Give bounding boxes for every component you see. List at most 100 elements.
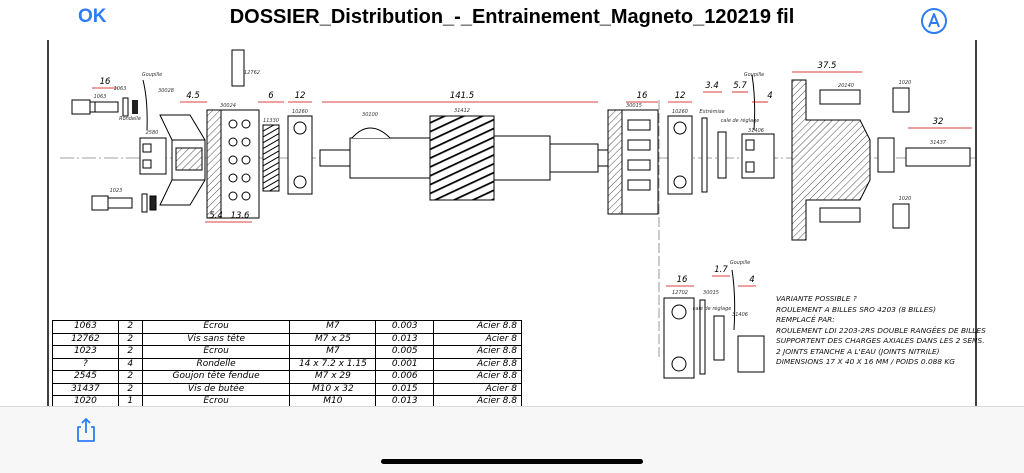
- weight: 0.003: [375, 320, 435, 334]
- drawing-label: cale de réglage: [693, 305, 732, 312]
- note-line: REMPLACÉ PAR:: [776, 315, 835, 324]
- quantity: 2: [117, 332, 143, 346]
- ok-button[interactable]: OK: [78, 6, 107, 27]
- size: M7 x 29: [289, 370, 377, 384]
- dim-label: 12: [295, 91, 306, 101]
- part-ref: 30015: [626, 103, 642, 109]
- note-line: VARIANTE POSSIBLE ?: [776, 294, 857, 303]
- drawing-label: Rondelle: [119, 116, 141, 122]
- drawing-label: Goupille: [744, 72, 765, 78]
- part-ref: 1020: [899, 80, 912, 86]
- part-ref: 1063: [114, 86, 127, 92]
- bolt-top-left: [71, 99, 119, 115]
- variant-notes: VARIANTE POSSIBLE ? ROULEMENT A BILLES S…: [776, 294, 991, 368]
- home-indicator[interactable]: [381, 459, 643, 464]
- weight: 0.005: [375, 345, 435, 359]
- dim-label: 32: [933, 117, 944, 127]
- markup-pen-icon[interactable]: [920, 7, 948, 35]
- size: M10 x 32: [289, 382, 377, 396]
- document-title: DOSSIER_Distribution_-_Entrainement_Magn…: [229, 6, 795, 28]
- material: Acier 8: [433, 332, 522, 346]
- part-ref: 30024: [220, 103, 236, 109]
- dim-label: 4.5: [186, 91, 200, 101]
- dim-label: 5.4: [209, 211, 223, 221]
- designation: Ecrou: [141, 320, 291, 334]
- material: Acier 8.8: [433, 370, 522, 384]
- note-line: DIMENSIONS 17 X 40 X 16 MM / POIDS 0.088…: [776, 357, 955, 366]
- part-ref: 31437: [930, 140, 947, 146]
- drawing-label: Goupille: [730, 260, 751, 266]
- drawing-label: Extrémise: [699, 108, 724, 115]
- part-number: ?: [52, 357, 119, 371]
- dim-label: 16: [637, 91, 648, 101]
- part-ref: 2580: [146, 130, 159, 136]
- designation: Goujon tête fendue: [141, 370, 291, 384]
- part-ref: 10260: [292, 109, 308, 115]
- weight: 0.015: [375, 382, 435, 396]
- dim-label: 1.7: [714, 265, 728, 275]
- quantity: 2: [117, 320, 143, 334]
- table-row: 1023 2 Ecrou M7 0.005 Acier 8.8: [52, 345, 522, 359]
- material: Acier 8.8: [433, 345, 522, 359]
- designation: Rondelle: [141, 357, 291, 371]
- navigation-bar: OK DOSSIER_Distribution_-_Entrainement_M…: [0, 0, 1024, 40]
- quantity: 2: [117, 345, 143, 359]
- part-ref: 31406: [732, 312, 748, 318]
- dim-label: 12: [675, 91, 686, 101]
- weight: 0.006: [375, 370, 435, 384]
- material: Acier 8.8: [433, 357, 522, 371]
- part-ref: 31406: [748, 128, 764, 134]
- part-ref: 11330: [263, 118, 279, 124]
- exploded-drawing: 16 4.5 6 12 141.5 16 12 3.4 5.7 4 37.5 3…: [47, 40, 977, 406]
- part-ref: 12702: [672, 290, 688, 296]
- designation: Vis de butée: [141, 382, 291, 396]
- dim-label: 37.5: [818, 61, 837, 71]
- dim-label: 6: [268, 91, 274, 101]
- part-ref: 30100: [362, 112, 378, 118]
- part-ref: 31412: [454, 108, 470, 114]
- part-number: 1063: [52, 320, 119, 334]
- quantity: 2: [117, 370, 143, 384]
- part-number: 31437: [52, 382, 119, 396]
- designation: Ecrou: [141, 345, 291, 359]
- size: M7: [289, 345, 377, 359]
- part-number: 1020: [52, 395, 119, 406]
- table-row: 2545 2 Goujon tête fendue M7 x 29 0.006 …: [52, 370, 522, 384]
- note-line: ROULEMENT LDI 2203-2RS DOUBLE RANGÉES DE…: [776, 325, 986, 356]
- dim-label: 141.5: [450, 91, 474, 101]
- size: 14 x 7.2 x 1.15: [289, 357, 377, 371]
- designation: Vis sans tête: [141, 332, 291, 346]
- part-ref: 30015: [703, 290, 719, 296]
- quantity: 2: [117, 382, 143, 396]
- table-row: 31437 2 Vis de butée M10 x 32 0.015 Acie…: [52, 382, 522, 396]
- table-row: 1063 2 Ecrou M7 0.003 Acier 8.8: [52, 320, 522, 334]
- dim-label: 4: [749, 275, 754, 285]
- document-view[interactable]: 16 4.5 6 12 141.5 16 12 3.4 5.7 4 37.5 3…: [0, 40, 1024, 406]
- parts-table: 1063 2 Ecrou M7 0.003 Acier 8.8 12762 2 …: [52, 320, 522, 406]
- drawing-label: Goupille: [142, 72, 163, 78]
- bottom-toolbar: [0, 406, 1024, 473]
- weight: 0.001: [375, 357, 435, 371]
- material: Acier 8: [433, 382, 522, 396]
- dim-label: 5.7: [733, 81, 747, 91]
- dim-label: 16: [677, 275, 688, 285]
- part-ref: 20140: [838, 83, 854, 89]
- weight: 0.013: [375, 332, 435, 346]
- part-number: 12762: [52, 332, 119, 346]
- dim-label: 16: [100, 77, 111, 87]
- share-icon[interactable]: [74, 417, 98, 443]
- part-ref: 30028: [158, 88, 174, 94]
- table-row: 12762 2 Vis sans tête M7 x 25 0.013 Acie…: [52, 332, 522, 346]
- dim-label: 13.6: [231, 211, 251, 221]
- designation: Ecrou: [141, 395, 291, 406]
- quantity: 4: [117, 357, 143, 371]
- drawing-label: cale de réglage: [721, 117, 760, 124]
- part-ref: 1020: [899, 196, 912, 202]
- size: M7 x 25: [289, 332, 377, 346]
- note-line: ROULEMENT A BILLES SRO 4203 (8 BILLES): [776, 304, 937, 314]
- part-ref: 1063: [94, 94, 107, 100]
- table-row: ? 4 Rondelle 14 x 7.2 x 1.15 0.001 Acier…: [52, 357, 522, 371]
- table-row: 1020 1 Ecrou M10 0.013 Acier 8.8: [52, 395, 522, 406]
- part-ref: 1023: [110, 188, 123, 194]
- weight: 0.013: [375, 395, 435, 406]
